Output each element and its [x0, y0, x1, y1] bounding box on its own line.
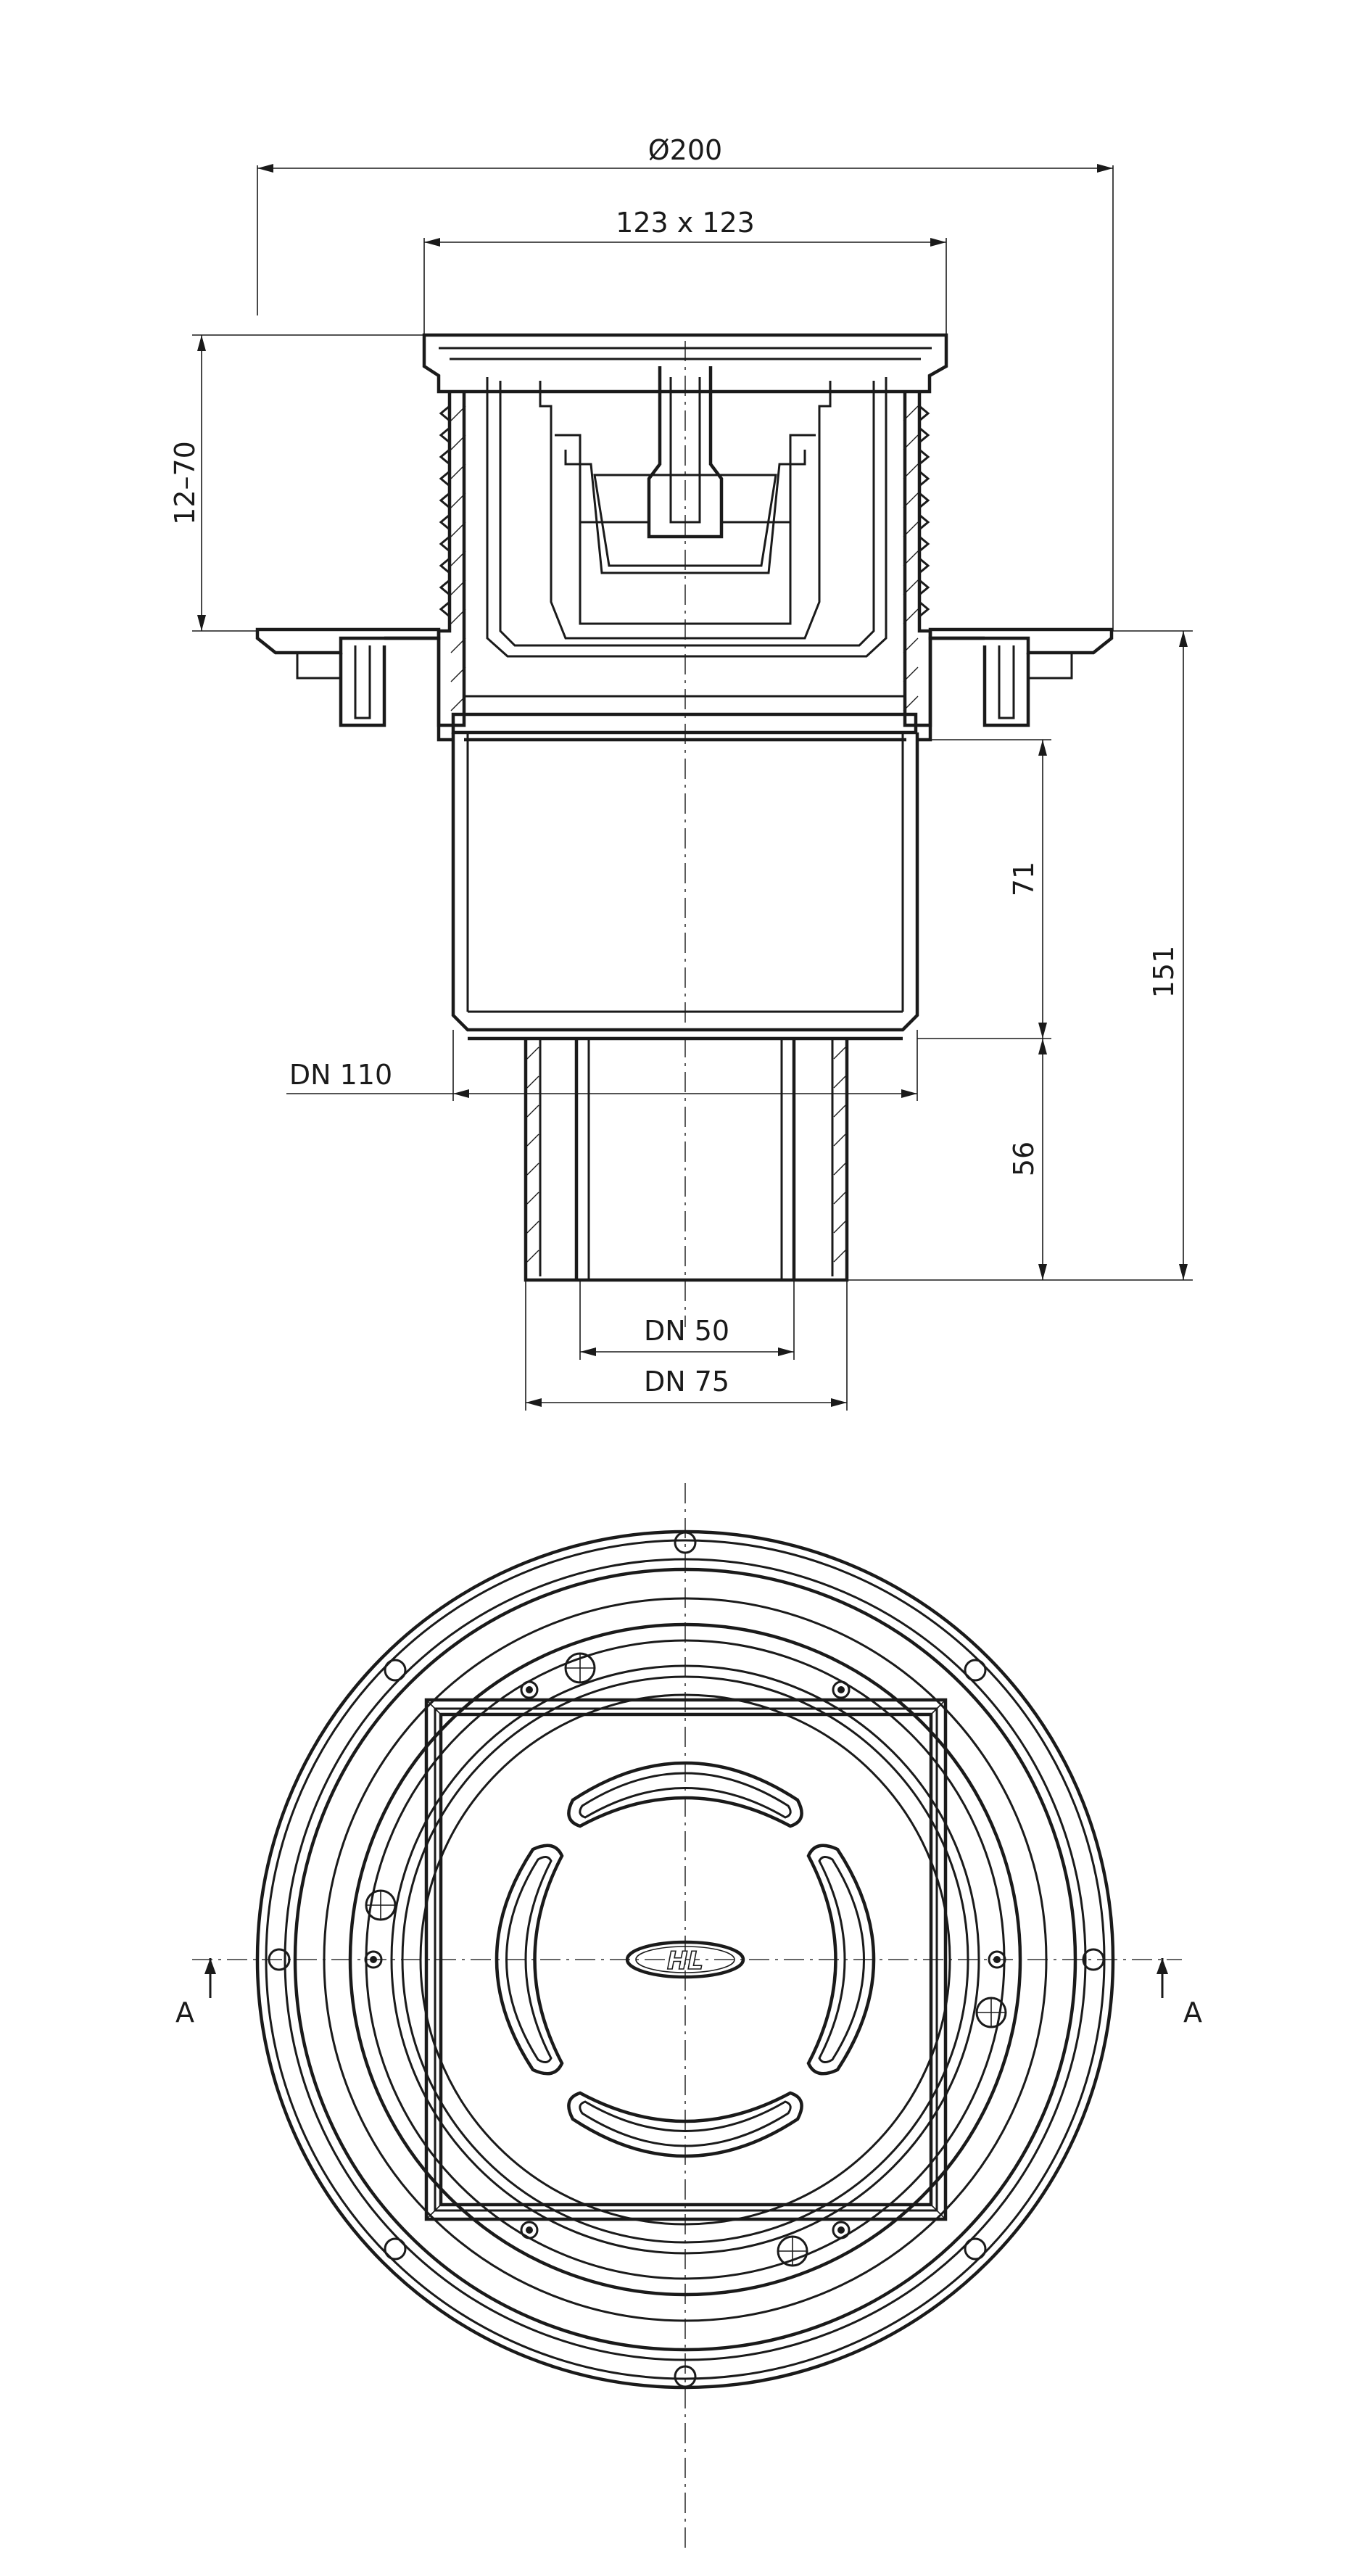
lower-depth-label: 56: [1008, 1142, 1040, 1176]
dim-grate-size: 123 x 123: [423, 207, 947, 335]
adjustable-body-right: [903, 392, 932, 727]
dim-dn110: DN 110: [286, 1030, 918, 1101]
dn110-label: DN 110: [289, 1059, 392, 1091]
adjustable-body-left: [436, 392, 466, 727]
grate-frame: [422, 333, 948, 394]
dim-dn75: DN 75: [525, 1280, 848, 1411]
wall-hatching: [450, 405, 919, 711]
section-mark-right: A: [1157, 1958, 1202, 2028]
section-label-left: A: [175, 1997, 194, 2028]
section-label-right: A: [1183, 1997, 1202, 2028]
ribs-left: [439, 405, 450, 618]
odour-trap: [486, 366, 887, 658]
ribs-right: [919, 405, 930, 618]
grate-slots: [495, 1761, 876, 2158]
body-ring: [451, 712, 918, 735]
outlet-pipe: [524, 1039, 849, 1282]
outer-diameter-label: Ø200: [648, 134, 722, 166]
dim-outer-diameter: Ø200: [257, 134, 1114, 631]
dn50-label: DN 50: [644, 1315, 729, 1347]
grate-size-label: 123 x 123: [616, 207, 755, 239]
dim-upper-depth: 71: [917, 739, 1051, 1039]
upper-depth-label: 71: [1008, 862, 1040, 896]
height-range-label: 12–70: [169, 441, 201, 525]
section-view: Ø200 123 x 123 12–70 71: [169, 134, 1193, 1411]
section-mark-left: A: [175, 1958, 216, 2028]
dim-total-depth: 151: [1051, 630, 1193, 1281]
dim-height-range: 12–70: [169, 334, 424, 632]
square-grate: [424, 1698, 948, 2221]
screw-holes: [364, 1680, 1006, 2239]
plan-view: HL A A: [175, 1483, 1202, 2553]
cross-markers: [365, 1652, 1007, 2267]
total-depth-label: 151: [1148, 946, 1180, 999]
dim-lower-depth: 56: [847, 1039, 1051, 1281]
logo-text: HL: [667, 1947, 703, 1976]
dn75-label: DN 75: [644, 1366, 729, 1398]
outer-fixing-points: [268, 1531, 1105, 2388]
dim-dn50: DN 50: [579, 1280, 795, 1360]
hl-logo: HL: [625, 1940, 745, 1979]
